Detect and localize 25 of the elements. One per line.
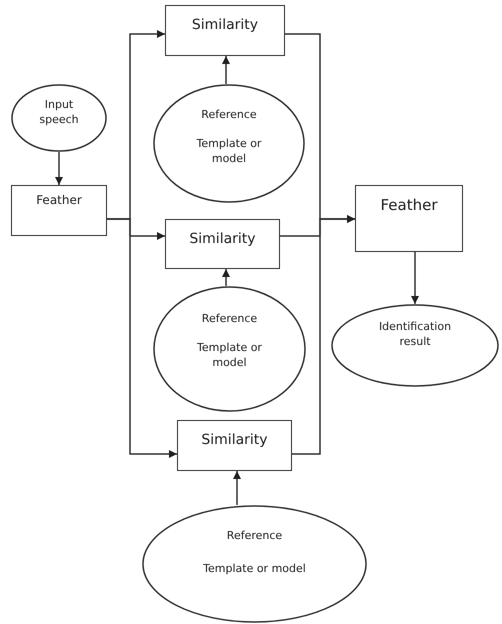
process-box xyxy=(355,185,463,252)
arrow xyxy=(222,269,230,286)
arrow xyxy=(292,215,355,455)
node-label: Template or model xyxy=(196,136,262,167)
node-label: Feather xyxy=(36,192,82,208)
node-label: Reference xyxy=(226,529,282,544)
arrow xyxy=(411,252,419,304)
node-label: Reference xyxy=(202,312,258,327)
process-box xyxy=(11,185,107,236)
node-label: Feather xyxy=(380,195,438,216)
process-box xyxy=(165,5,285,56)
node-label: Reference xyxy=(201,108,257,123)
node-label: Input speech xyxy=(38,98,80,128)
arrow xyxy=(233,471,241,505)
node-label: Similarity xyxy=(201,431,268,450)
node-label: Similarity xyxy=(192,16,258,35)
node-label: Template or model xyxy=(203,562,306,577)
process-box xyxy=(165,219,280,269)
node-label: Template or model xyxy=(196,340,263,371)
node-label: Similarity xyxy=(189,230,256,249)
arrow xyxy=(107,218,177,458)
node-label: Identification result xyxy=(378,320,452,350)
arrow xyxy=(222,56,230,84)
arrow xyxy=(55,152,63,185)
process-box xyxy=(177,420,292,471)
